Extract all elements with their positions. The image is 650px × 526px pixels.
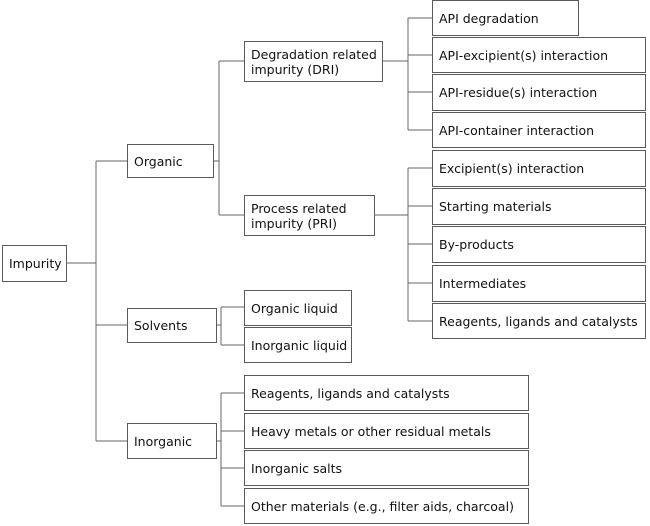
node-dri-label: Degradation related impurity (DRI) [251,46,377,77]
node-inorganic: Inorganic [127,423,217,459]
pri-item-starting-materials: Starting materials [432,188,646,225]
node-dri: Degradation related impurity (DRI) [244,41,383,82]
node-pri-label: Process related impurity (PRI) [251,200,347,231]
inorganic-item-heavy-metals: Heavy metals or other residual metals [244,413,529,449]
node-impurity: Impurity [2,245,67,282]
pri-item-excipient-interaction: Excipient(s) interaction [432,150,646,187]
pri-item-reagents-ligands-catalysts: Reagents, ligands and catalysts [432,303,646,339]
node-pri: Process related impurity (PRI) [244,195,375,236]
dri-item-api-container-interaction: API-container interaction [432,112,646,148]
pri-item-intermediates: Intermediates [432,265,646,302]
dri-item-api-excipient-interaction: API-excipient(s) interaction [432,37,646,73]
node-solvents: Solvents [127,308,217,343]
node-organic: Organic [127,144,214,178]
solvent-item-inorganic-liquid: Inorganic liquid [244,327,352,363]
dri-item-api-degradation: API degradation [432,0,579,36]
inorganic-item-inorganic-salts: Inorganic salts [244,450,529,486]
solvent-item-organic-liquid: Organic liquid [244,290,352,326]
pri-item-by-products: By-products [432,226,646,263]
inorganic-item-other-materials: Other materials (e.g., filter aids, char… [244,488,529,524]
dri-item-api-residue-interaction: API-residue(s) interaction [432,74,646,111]
inorganic-item-reagents-ligands-catalysts: Reagents, ligands and catalysts [244,375,529,411]
